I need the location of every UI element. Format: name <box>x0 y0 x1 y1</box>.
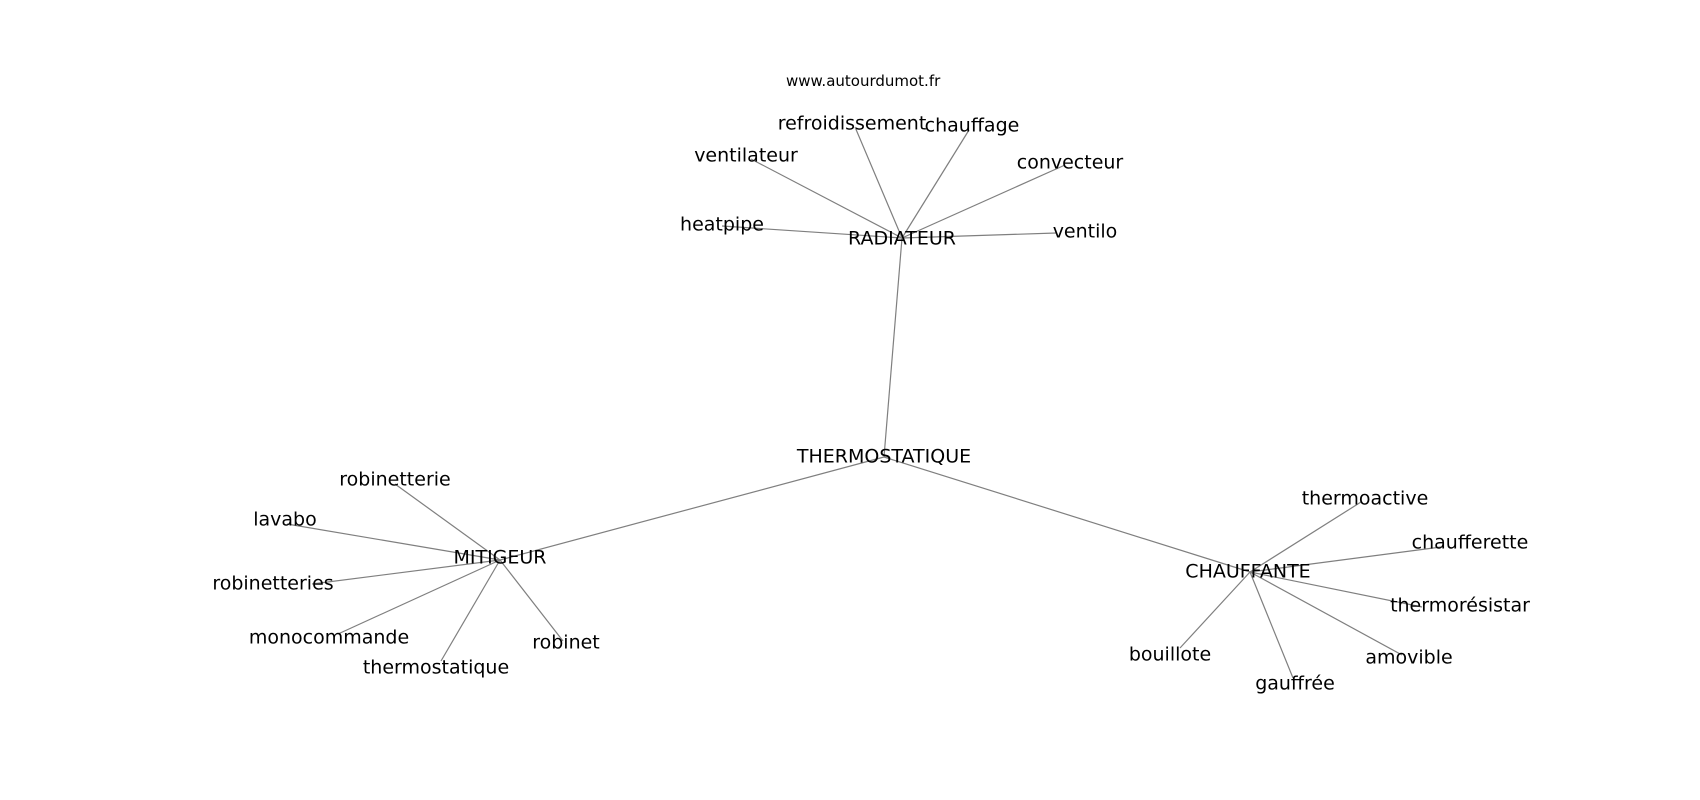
edge-radiateur-convecteur <box>901 164 1066 239</box>
edge-radiateur-ventilo <box>901 232 1057 239</box>
edge-chauffante-bouillote <box>1179 571 1251 649</box>
edge-chauffante-chaufferette <box>1249 546 1442 573</box>
edge-chauffante-thermoresistar <box>1249 571 1423 608</box>
edge-chauffante-thermoactive <box>1249 501 1362 573</box>
node-label-mitigeur: MITIGEUR <box>453 547 546 569</box>
edge-radiateur-refroidissement <box>854 126 903 239</box>
edge-chauffante-amovible <box>1249 571 1403 656</box>
node-label-chauffage: chauffage <box>925 115 1020 137</box>
edge-chauffante-gauffree <box>1249 571 1294 679</box>
node-label-gauffree: gauffrée <box>1255 673 1335 695</box>
edge-radiateur-chauffage <box>901 129 970 239</box>
edge-mitigeur-robinet <box>499 559 564 642</box>
edge-mitigeur-thermostatique <box>440 559 501 662</box>
node-label-chauffante: CHAUFFANTE <box>1185 561 1310 583</box>
node-label-thermoresistar: thermorésistar <box>1390 595 1530 617</box>
node-label-bouillote: bouillote <box>1129 644 1211 666</box>
node-label-robinetteries: robinetteries <box>212 573 333 595</box>
node-label-radiateur: RADIATEUR <box>848 228 956 250</box>
node-label-chaufferette: chaufferette <box>1412 532 1529 554</box>
edge-mitigeur-monocommande <box>337 559 501 635</box>
node-label-ventilo: ventilo <box>1053 221 1118 243</box>
node-label-heatpipe: heatpipe <box>680 214 764 236</box>
node-label-refroidissement: refroidissement <box>778 113 927 135</box>
node-label-robinetterie: robinetterie <box>339 469 450 491</box>
source-label: www.autourdumot.fr <box>786 72 941 90</box>
node-label-convecteur: convecteur <box>1017 152 1124 174</box>
node-label-lavabo: lavabo <box>253 509 317 531</box>
graph-labels: THERMOSTATIQUE RADIATEUR MITIGEUR CHAUFFANT… <box>212 113 1530 695</box>
edge-mitigeur-lavabo <box>286 523 501 561</box>
node-label-robinet: robinet <box>532 632 600 654</box>
edge-radiateur-heatpipe <box>721 225 903 239</box>
graph-edges <box>286 126 1442 679</box>
node-label-thermoactive: thermoactive <box>1302 488 1429 510</box>
edge-mitigeur-robinetterie <box>394 483 501 561</box>
node-label-ventilateur: ventilateur <box>694 145 798 167</box>
edge-mitigeur-robinetteries <box>311 559 501 585</box>
edge-thermostatique_center-radiateur <box>883 237 903 458</box>
node-label-thermostatique_center: THERMOSTATIQUE <box>796 446 971 468</box>
node-label-amovible: amovible <box>1365 647 1452 669</box>
node-label-thermostatique: thermostatique <box>363 657 509 679</box>
node-label-monocommande: monocommande <box>249 627 409 649</box>
edge-radiateur-ventilateur <box>750 158 903 239</box>
edge-thermostatique_center-chauffante <box>883 456 1251 573</box>
edge-thermostatique_center-mitigeur <box>499 456 885 561</box>
